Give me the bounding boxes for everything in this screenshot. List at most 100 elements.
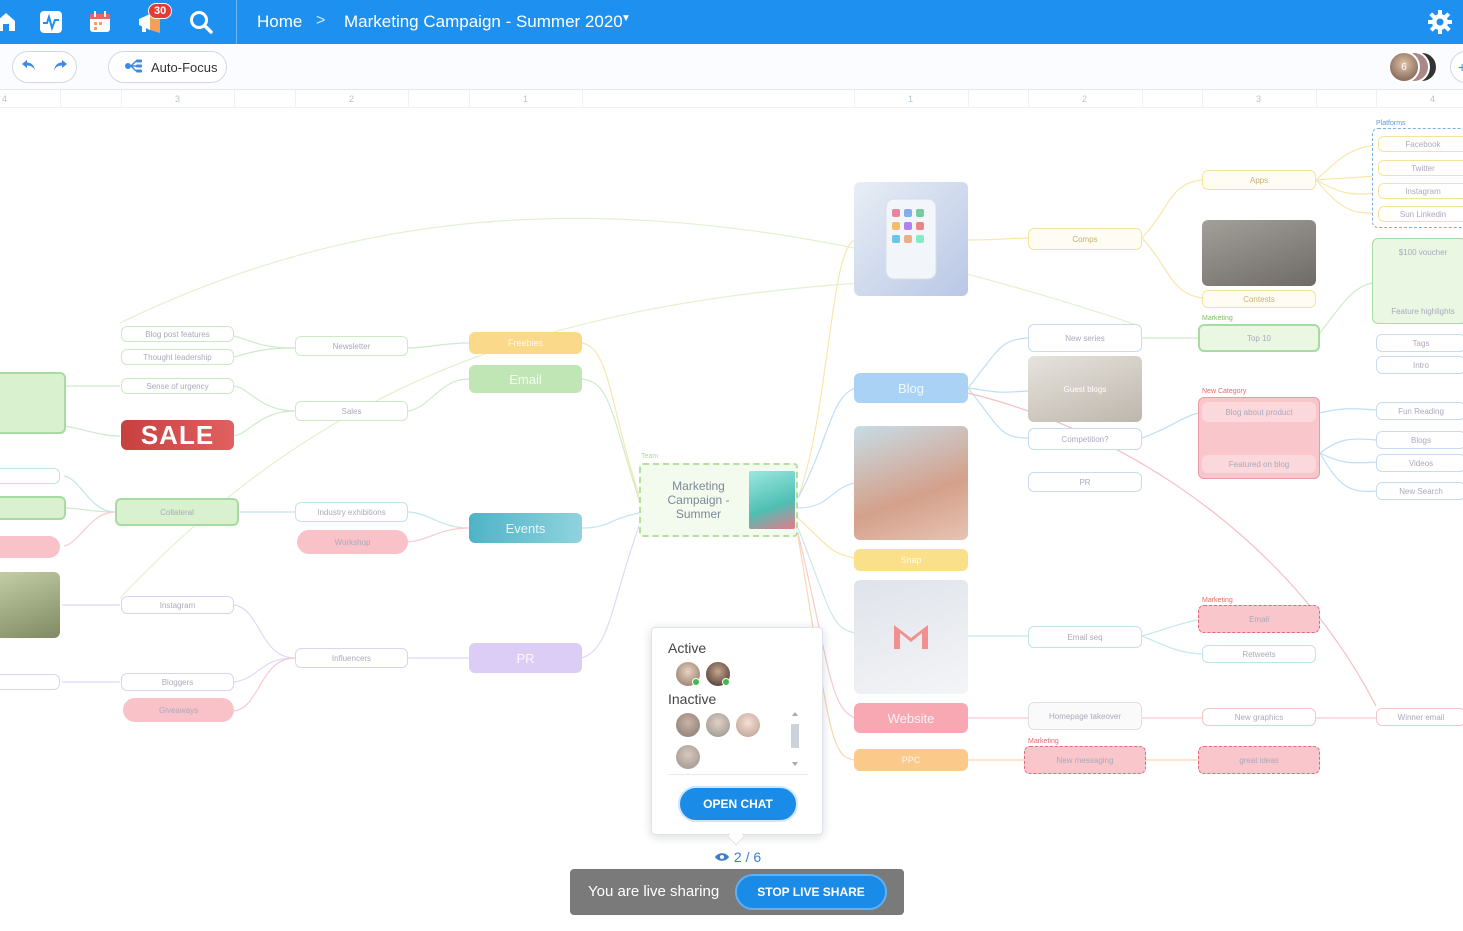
gear-icon[interactable] bbox=[1426, 8, 1454, 36]
industry-exhibitions-node[interactable]: Industry exhibitions bbox=[295, 502, 408, 522]
auto-focus-button[interactable]: Auto-Focus bbox=[108, 51, 227, 83]
featured-on-blog-node[interactable]: Featured on blog bbox=[1202, 455, 1316, 473]
new-graphics-node[interactable]: New graphics bbox=[1202, 708, 1316, 726]
instagram-left-node[interactable]: Instagram bbox=[121, 596, 234, 614]
freebies-node[interactable]: Freebies bbox=[469, 332, 582, 354]
website-node[interactable]: Website bbox=[854, 703, 968, 733]
contests-node[interactable]: Contests bbox=[1202, 290, 1316, 308]
workshop-node[interactable]: Workshop bbox=[297, 530, 408, 554]
collateral-node[interactable]: Collateral bbox=[115, 498, 239, 526]
edge-node[interactable] bbox=[0, 468, 60, 484]
prize-group[interactable] bbox=[1372, 238, 1463, 324]
influencers-node[interactable]: Influencers bbox=[295, 648, 408, 668]
edge-node[interactable] bbox=[0, 536, 60, 558]
notification-badge: 30 bbox=[148, 3, 173, 19]
videos-node[interactable]: Videos bbox=[1376, 454, 1463, 472]
email-image-node[interactable] bbox=[854, 580, 968, 694]
ppc-node[interactable]: PPC bbox=[854, 749, 968, 771]
voucher-node[interactable]: $100 voucher bbox=[1398, 247, 1448, 257]
blog-node[interactable]: Blog bbox=[854, 373, 968, 403]
breadcrumb-map-title[interactable]: Marketing Campaign - Summer 2020 bbox=[344, 12, 623, 31]
snap-node[interactable]: Snap bbox=[854, 549, 968, 571]
blog-post-features-node[interactable]: Blog post features bbox=[121, 326, 234, 342]
inactive-label: Inactive bbox=[668, 691, 717, 707]
sales-node[interactable]: Sales bbox=[295, 401, 408, 421]
search-icon[interactable] bbox=[187, 8, 215, 36]
tags-node[interactable]: Tags bbox=[1376, 334, 1463, 352]
home-icon[interactable] bbox=[0, 8, 20, 36]
edge-node[interactable] bbox=[0, 496, 66, 520]
avatar[interactable] bbox=[676, 745, 700, 769]
apps-sub-node[interactable]: Apps bbox=[1202, 170, 1316, 190]
eye-icon bbox=[714, 849, 734, 865]
online-status-dot bbox=[692, 678, 700, 686]
collaborator-avatars[interactable]: 6 bbox=[1388, 51, 1440, 83]
viewer-count[interactable]: 2 / 6 bbox=[714, 849, 761, 865]
email-marketing-node[interactable]: Email bbox=[1198, 605, 1320, 633]
newsletter-node[interactable]: Newsletter bbox=[295, 336, 408, 356]
pr-sub-node[interactable]: PR bbox=[1028, 472, 1142, 492]
avatar[interactable] bbox=[676, 713, 700, 737]
sense-of-urgency-node[interactable]: Sense of urgency bbox=[121, 378, 234, 394]
bloggers-node[interactable]: Bloggers bbox=[121, 673, 234, 691]
great-ideas-node[interactable]: great ideas bbox=[1198, 746, 1320, 774]
stop-live-share-button[interactable]: STOP LIVE SHARE bbox=[735, 874, 887, 910]
scrollbar[interactable] bbox=[788, 710, 802, 768]
chevron-down-icon[interactable]: ▼ bbox=[621, 13, 631, 24]
homepage-takeover-node[interactable]: Homepage takeover bbox=[1028, 702, 1142, 730]
phone-apps-icon bbox=[885, 198, 937, 280]
linkedin-node[interactable]: Sun Linkedin bbox=[1378, 206, 1463, 222]
comps-node[interactable]: Comps bbox=[1028, 228, 1142, 250]
new-series-node[interactable]: New series bbox=[1028, 324, 1142, 352]
avatar[interactable] bbox=[736, 713, 760, 737]
top-10-node[interactable]: Top 10 bbox=[1198, 324, 1320, 352]
calendar-icon[interactable] bbox=[86, 8, 114, 36]
online-status-dot bbox=[722, 678, 730, 686]
live-share-bar: You are live sharing STOP LIVE SHARE bbox=[570, 869, 904, 915]
central-caption: Team bbox=[641, 453, 659, 460]
thought-leadership-node[interactable]: Thought leadership bbox=[121, 349, 234, 365]
map-toolbar: Auto-Focus 6 + bbox=[0, 44, 1463, 90]
ruler-label: 3 bbox=[175, 94, 181, 104]
branch-caption: Platforms bbox=[1376, 120, 1406, 127]
blog-about-product-node[interactable]: Blog about product bbox=[1202, 402, 1316, 422]
winner-email-node[interactable]: Winner email bbox=[1376, 708, 1463, 726]
new-messaging-node[interactable]: New messaging bbox=[1024, 746, 1146, 774]
instagram-node[interactable]: Instagram bbox=[1378, 183, 1463, 199]
avatar[interactable] bbox=[706, 713, 730, 737]
level-ruler: 4 3 2 1 1 2 3 4 bbox=[0, 90, 1463, 108]
redo-icon[interactable] bbox=[52, 57, 68, 78]
intro-node[interactable]: Intro bbox=[1376, 356, 1463, 374]
fun-reading-node[interactable]: Fun Reading bbox=[1376, 402, 1463, 420]
giveaways-node[interactable]: Giveaways bbox=[123, 698, 234, 722]
pr-image-node[interactable] bbox=[854, 426, 968, 540]
pr-left-node[interactable]: PR bbox=[469, 643, 582, 673]
trophy-image-node[interactable] bbox=[1202, 220, 1316, 286]
email-seq-node[interactable]: Email seq bbox=[1028, 626, 1142, 648]
guest-blogs-node[interactable]: Guest blogs bbox=[1028, 356, 1142, 422]
breadcrumb-home[interactable]: Home bbox=[257, 12, 303, 31]
apps-image-node[interactable] bbox=[854, 182, 968, 296]
retweets-node[interactable]: Retweets bbox=[1202, 645, 1316, 663]
add-collaborator-button[interactable]: + bbox=[1450, 51, 1463, 83]
sale-image-node[interactable]: SALE bbox=[121, 420, 234, 450]
edge-group-node[interactable] bbox=[0, 372, 66, 434]
twitter-node[interactable]: Twitter bbox=[1378, 160, 1463, 176]
platforms-group[interactable] bbox=[1372, 128, 1463, 228]
activity-icon[interactable] bbox=[37, 8, 65, 36]
competition-node[interactable]: Competition? bbox=[1028, 428, 1142, 450]
events-node[interactable]: Events bbox=[469, 513, 582, 543]
mind-map-canvas[interactable]: Team Marketing Campaign - Summer Blog Sn… bbox=[0, 108, 1463, 931]
undo-icon[interactable] bbox=[21, 57, 37, 78]
feature-highlights-node[interactable]: Feature highlights bbox=[1391, 306, 1455, 316]
edge-image-node[interactable] bbox=[0, 572, 60, 638]
open-chat-button[interactable]: OPEN CHAT bbox=[678, 786, 798, 822]
branch-caption: New Category bbox=[1202, 388, 1247, 395]
central-topic-node[interactable]: Marketing Campaign - Summer bbox=[639, 463, 798, 537]
new-search-node[interactable]: New Search bbox=[1376, 482, 1463, 500]
facebook-node[interactable]: Facebook bbox=[1378, 136, 1463, 152]
blogs-node[interactable]: Blogs bbox=[1376, 431, 1463, 449]
edge-node[interactable] bbox=[0, 674, 60, 690]
auto-focus-label: Auto-Focus bbox=[151, 59, 218, 75]
email-left-node[interactable]: Email bbox=[469, 365, 582, 393]
